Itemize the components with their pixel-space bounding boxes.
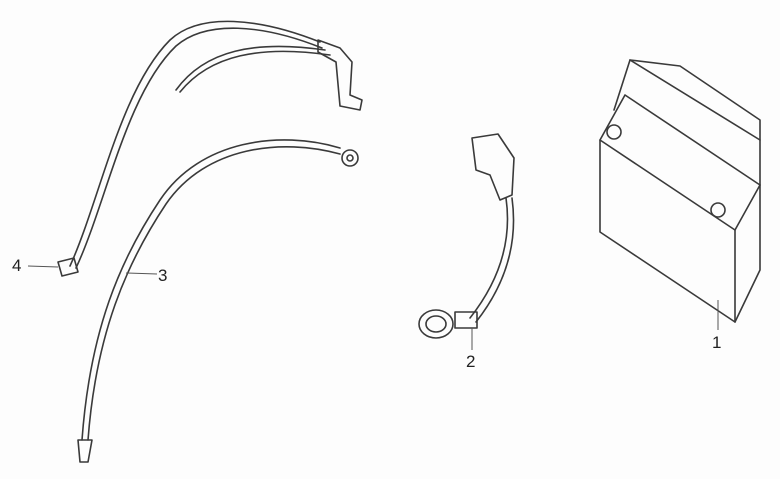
part-label-2: 2 — [466, 352, 476, 371]
part-2-cable — [418, 133, 515, 350]
part-label-1: 1 — [712, 333, 722, 352]
part-3-cable — [77, 139, 359, 463]
part-label-4: 4 — [12, 256, 22, 275]
part-4-harness — [27, 20, 363, 277]
part-label-3: 3 — [158, 266, 168, 285]
part-1-battery — [599, 59, 761, 330]
